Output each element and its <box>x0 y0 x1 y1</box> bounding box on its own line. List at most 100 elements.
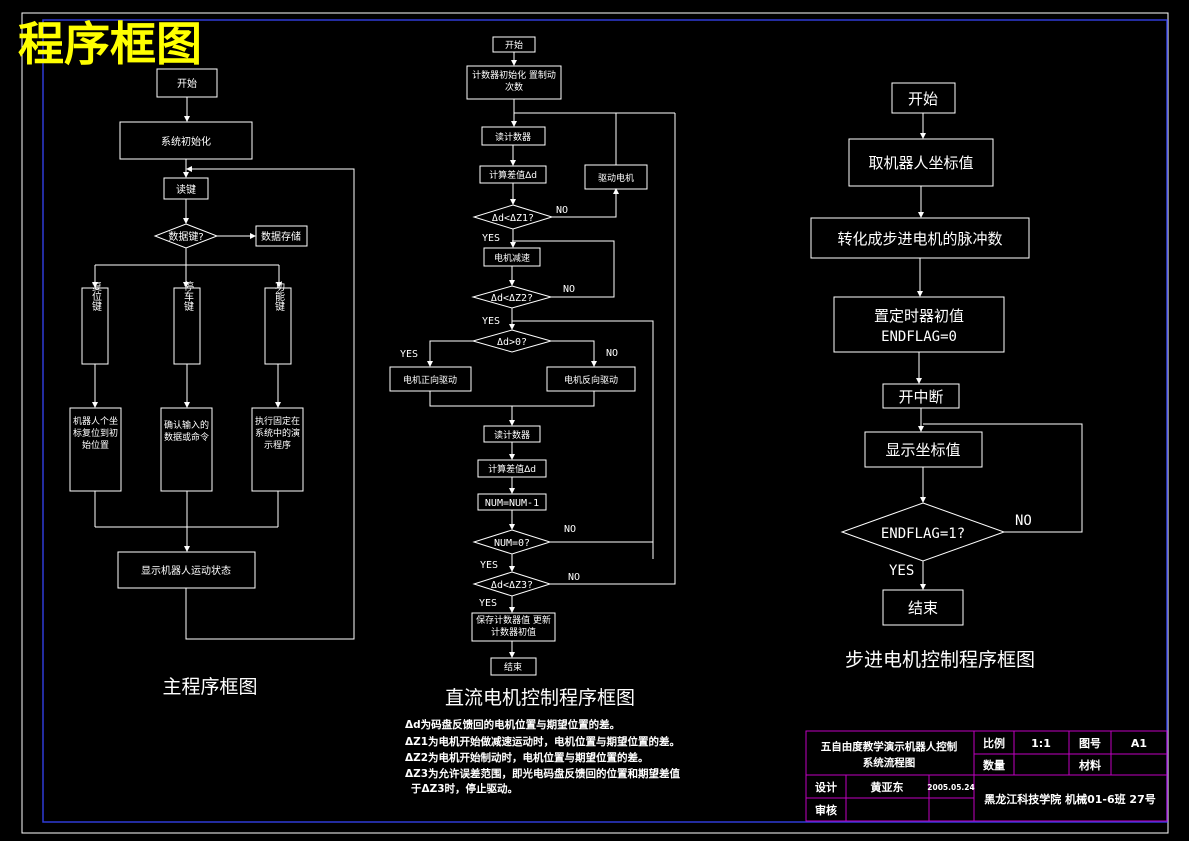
dc-cond2-yes: YES <box>482 316 500 327</box>
tb-drawing-no-value: A1 <box>1131 737 1147 750</box>
tb-school: 黑龙江科技学院 机械01-6班 27号 <box>984 792 1156 806</box>
main-store-box <box>255 225 308 247</box>
dc-calc2-label: 计算差值Δd <box>488 463 536 475</box>
tb-designer: 黄亚东 <box>871 780 904 794</box>
main-key-func <box>264 287 292 365</box>
main-act-reset <box>69 407 122 492</box>
st-caption: 步进电机控制程序框图 <box>845 649 1035 671</box>
st-end-box <box>882 589 964 626</box>
dc-cond1-label: Δd<ΔZ1? <box>492 213 534 224</box>
st-int-label: 开中断 <box>898 388 943 406</box>
st-start-box <box>891 82 956 114</box>
dc-cond2-label: Δd<ΔZ2? <box>491 293 533 304</box>
st-timer-label-2: ENDFLAG=0 <box>881 329 957 345</box>
dc-cond5-no: NO <box>568 572 580 583</box>
st-start-label: 开始 <box>908 90 938 108</box>
dc-calc1-label: 计算差值Δd <box>489 169 537 181</box>
st-read-box <box>848 138 994 187</box>
st-cond-yes: YES <box>889 563 914 579</box>
page-title: 程序框图 <box>18 17 202 71</box>
st-timer-label-1: 置定时器初值 <box>874 307 964 325</box>
main-act-func <box>251 407 304 492</box>
dc-decel-label: 电机减速 <box>494 252 530 264</box>
main-init-label: 系统初始化 <box>161 135 211 148</box>
dc-read2-label: 读计数器 <box>494 429 530 441</box>
dc-num-label: NUM=NUM-1 <box>485 498 539 509</box>
outer-frame <box>21 12 1169 834</box>
tb-scale-value: 1:1 <box>1031 737 1051 750</box>
st-timer-box <box>833 296 1005 353</box>
dc-drive-label: 驱动电机 <box>598 172 634 184</box>
main-act-reset-label: 机器人个坐标复位到初始位置 <box>72 417 118 451</box>
dc-rev-label: 电机反向驱动 <box>564 374 618 386</box>
dc-end-box <box>490 657 537 676</box>
dc-save-box <box>471 612 556 642</box>
main-act-stop-label: 确认输入的数据或命令 <box>163 421 209 443</box>
tb-review-label: 审核 <box>815 803 837 817</box>
st-convert-box <box>810 217 1030 259</box>
st-convert-label: 转化成步进电机的脉冲数 <box>837 230 1002 248</box>
tb-title-2: 系统流程图 <box>863 756 916 769</box>
main-key-func-label: 功能键 <box>273 281 285 312</box>
st-cond-label: ENDFLAG=1? <box>881 526 965 542</box>
notes: Δd为码盘反馈回的电机位置与期望位置的差。 ΔZ1为电机开始做减速运动时，电机位… <box>405 718 681 795</box>
note-line: 于ΔZ3时，停止驱动。 <box>411 782 518 795</box>
tb-design-label: 设计 <box>815 780 837 794</box>
dc-save-label: 保存计数器值 更新计数器初值 <box>476 616 551 638</box>
dc-end-label: 结束 <box>504 661 522 673</box>
st-end-label: 结束 <box>908 599 938 617</box>
stepper-flowchart: 开始 取机器人坐标值 转化成步进电机的脉冲数 置定时器初值 ENDFLAG=0 … <box>810 82 1083 671</box>
main-caption: 主程序框图 <box>162 676 257 698</box>
tb-scale-label: 比例 <box>983 736 1005 750</box>
tb-material-label: 材料 <box>1079 758 1101 772</box>
note-line: ΔZ3为允许误差范围，即光电码盘反馈回的位置和期望差值 <box>405 767 681 780</box>
main-key-reset <box>81 287 109 365</box>
dc-cond2-no: NO <box>563 284 575 295</box>
dc-cond3-label: Δd>0? <box>497 337 527 348</box>
dc-cond5-yes: YES <box>479 598 497 609</box>
dc-cond5-label: Δd<ΔZ3? <box>491 580 533 591</box>
dc-caption: 直流电机控制程序框图 <box>445 687 635 709</box>
main-key-stop-label: 停车键 <box>182 280 194 312</box>
main-display-label: 显示机器人运动状态 <box>141 564 231 577</box>
tb-drawing-no-label: 图号 <box>1079 737 1101 750</box>
dc-cond4-label: NUM=0? <box>494 538 530 549</box>
st-cond-no: NO <box>1015 513 1032 529</box>
dc-start-label: 开始 <box>505 39 523 51</box>
main-key-stop <box>173 287 201 365</box>
note-line: ΔZ1为电机开始做减速运动时，电机位置与期望位置的差。 <box>405 735 680 748</box>
main-decision-label: 数据键? <box>168 230 203 243</box>
tb-date: 2005.05.24 <box>927 783 974 792</box>
main-flowchart: 开始 系统初始化 读键 数据键? 数据存储 复位键 停车键 功能键 机器人个坐标… <box>69 68 355 698</box>
main-start-label: 开始 <box>177 77 197 90</box>
main-store-label: 数据存储 <box>261 230 301 243</box>
title-block <box>805 730 1168 822</box>
dc-read1-label: 读计数器 <box>495 131 531 143</box>
main-display-box <box>117 551 256 589</box>
dc-fwd-box <box>389 366 472 392</box>
main-act-stop <box>160 407 213 492</box>
st-read-label: 取机器人坐标值 <box>868 154 973 172</box>
dc-cond3-no: NO <box>606 348 618 359</box>
dc-rev-box <box>546 366 636 392</box>
note-line: Δd为码盘反馈回的电机位置与期望位置的差。 <box>405 718 620 731</box>
tb-qty-label: 数量 <box>983 758 1005 772</box>
note-line: ΔZ2为电机开始制动时，电机位置与期望位置的差。 <box>405 751 649 764</box>
tb-title-1: 五自由度教学演示机器人控制 <box>821 740 958 753</box>
dc-flowchart: 开始 计数器初始化 置制动次数 读计数器 计算差值Δd 驱动电机 Δd<ΔZ1?… <box>389 36 676 709</box>
main-init-box <box>119 121 253 160</box>
main-act-func-label: 执行固定在系统中的演示程序 <box>254 417 300 451</box>
dc-cond4-yes: YES <box>480 560 498 571</box>
st-int-box <box>882 383 960 409</box>
dc-cond3 <box>471 329 553 353</box>
dc-cond4-no: NO <box>564 524 576 535</box>
main-scan-label: 读键 <box>176 183 196 196</box>
dc-cond1-yes: YES <box>482 233 500 244</box>
st-show-box <box>864 431 983 468</box>
dc-fwd-label: 电机正向驱动 <box>403 374 457 386</box>
main-start-box <box>156 68 218 98</box>
dc-init-label: 计数器初始化 置制动次数 <box>472 71 556 93</box>
dc-cond1-no: NO <box>556 205 568 216</box>
dc-cond3-yes: YES <box>400 349 418 360</box>
